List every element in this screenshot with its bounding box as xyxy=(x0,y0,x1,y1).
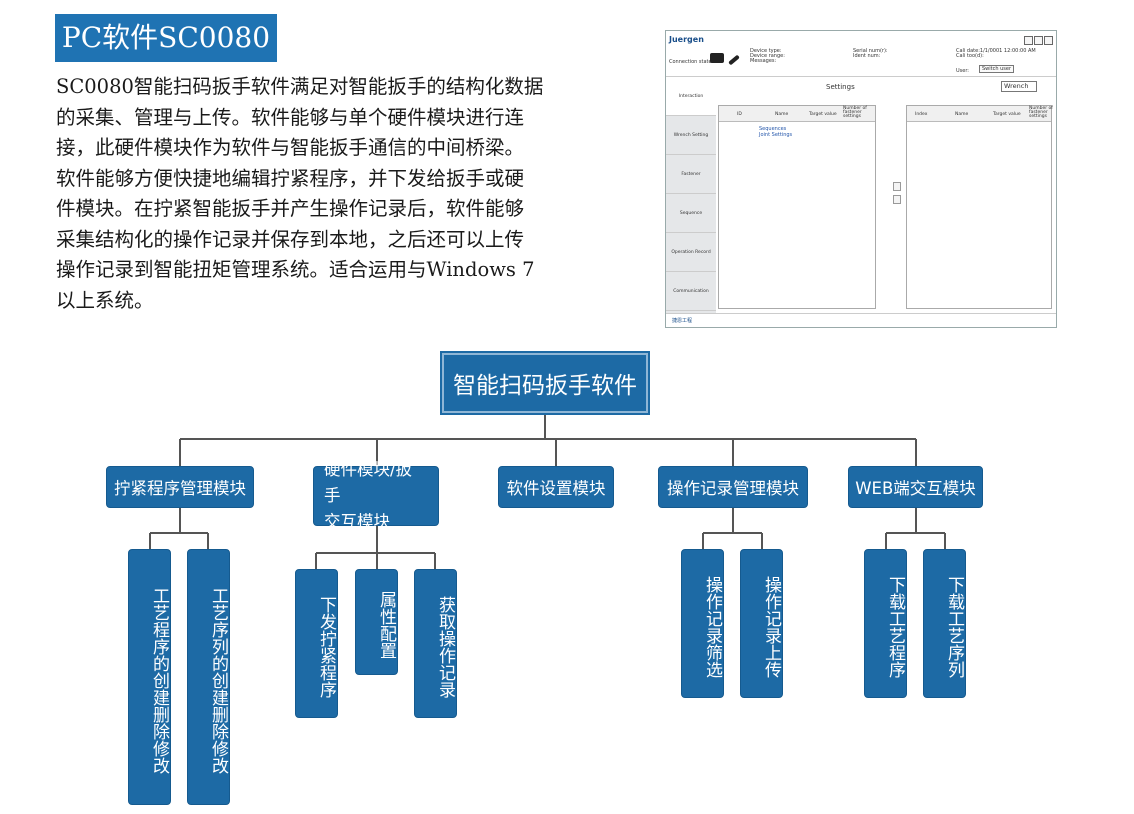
module-web-interaction: WEB端交互模块 xyxy=(848,466,983,508)
sidebar-item-interaction[interactable]: Interaction xyxy=(666,77,716,116)
serial-num-label: Serial num(r): xyxy=(853,48,888,54)
transfer-arrows xyxy=(893,182,901,208)
app-header: Juergen Connection state: Device type: D… xyxy=(666,31,1056,77)
device-icon xyxy=(710,53,724,63)
leaf-node: 操作记录上传 xyxy=(740,549,783,698)
footer-brand: 捷恩工程 xyxy=(672,318,693,324)
leaf-node: 工艺程序的创建删除修改 xyxy=(128,549,171,805)
leaf-node: 属性配置 xyxy=(355,569,398,675)
leaf-node: 下载工艺程序 xyxy=(864,549,907,698)
ident-num-label: Ident num: xyxy=(853,53,881,59)
description-line: 件模块。在拧紧智能扳手并产生操作记录后，软件能够 xyxy=(56,197,525,220)
sidebar-item-sequence[interactable]: Sequence xyxy=(666,194,716,233)
device-type-label: Device type: xyxy=(750,48,782,54)
module-software-settings: 软件设置模块 xyxy=(498,466,614,508)
leaf-node: 下发拧紧程序 xyxy=(295,569,338,718)
software-screenshot: Juergen Connection state: Device type: D… xyxy=(665,30,1057,328)
leaf-node: 获取操作记录 xyxy=(414,569,457,718)
leaf-node: 工艺序列的创建删除修改 xyxy=(187,549,230,805)
device-info: Device type: Device range: Messages: xyxy=(750,49,785,64)
description-line: 软件能够方便快捷地编辑拧紧程序，并下发给扳手或硬 xyxy=(56,166,525,190)
window-controls xyxy=(1023,36,1053,47)
tree-item[interactable]: Joint Settings xyxy=(759,132,793,138)
sidebar-item-communication[interactable]: Communication xyxy=(666,272,716,311)
right-table: Index Name Target value Number of fasten… xyxy=(906,105,1053,309)
col-index: Index xyxy=(915,112,928,117)
tree-view: Sequences Joint Settings xyxy=(759,126,792,138)
col-id: ID xyxy=(737,112,742,117)
col-target-value: Target value xyxy=(809,112,837,117)
leaf-node: 下载工艺序列 xyxy=(923,549,966,698)
calibration-info: Cali date:1/1/0001 12:00:00 AM Cali too(… xyxy=(956,49,1036,59)
description-line: 操作记录到智能扭矩管理系统。适合运用与Windows 7 xyxy=(56,258,535,281)
description: SC0080智能扫码扳手软件满足对智能扳手的结构化数据 的采集、管理与上传。软件… xyxy=(56,72,616,316)
app-main: Settings Wrench ID Name Target value Num… xyxy=(716,77,1056,313)
description-line: 接，此硬件模块作为软件与智能扳手通信的中间桥梁。 xyxy=(56,136,525,159)
left-table-header: ID Name Target value Number of fastener … xyxy=(719,106,875,122)
user-label: User: xyxy=(956,68,969,74)
maximize-icon[interactable] xyxy=(1034,36,1043,45)
col-name: Name xyxy=(955,112,969,117)
description-line: 采集结构化的操作记录并保存到本地，之后还可以上传 xyxy=(56,227,525,251)
left-table: ID Name Target value Number of fastener … xyxy=(718,105,876,309)
messages-label: Messages: xyxy=(750,58,777,64)
leaf-node: 操作记录筛选 xyxy=(681,549,724,698)
module-label-line: 交互模块 xyxy=(324,512,390,531)
right-table-header: Index Name Target value Number of fasten… xyxy=(907,106,1053,122)
app-sidebar: Interaction Wrench Setting Fastener Sequ… xyxy=(666,77,716,313)
col-fastener-count: Number of fastener settings xyxy=(843,106,867,119)
diagram-root-node: 智能扫码扳手软件 xyxy=(440,351,650,415)
arrow-right-icon[interactable] xyxy=(893,182,901,191)
connection-state-label: Connection state: xyxy=(669,59,714,65)
module-operation-record: 操作记录管理模块 xyxy=(658,466,808,508)
close-icon[interactable] xyxy=(1044,36,1053,45)
description-line: 以上系统。 xyxy=(56,288,154,312)
sidebar-item-fastener[interactable]: Fastener xyxy=(666,155,716,194)
tree-item[interactable]: Sequences xyxy=(759,126,787,132)
sidebar-item-operation-record[interactable]: Operation Record xyxy=(666,233,716,272)
description-line: SC0080智能扫码扳手软件满足对智能扳手的结构化数据 xyxy=(56,75,544,98)
arrow-left-icon[interactable] xyxy=(893,195,901,204)
serial-info: Serial num(r): Ident num: xyxy=(853,49,888,59)
sidebar-item-wrench-setting[interactable]: Wrench Setting xyxy=(666,116,716,155)
col-target-value: Target value xyxy=(993,112,1021,117)
description-line: 的采集、管理与上传。软件能够与单个硬件模块进行连 xyxy=(56,105,525,129)
module-label-line: 硬件模块/扳手 xyxy=(324,460,413,505)
page-title: PC软件SC0080 xyxy=(55,14,277,62)
settings-label: Settings xyxy=(826,83,855,91)
cali-tool-label: Cali too(d): xyxy=(956,53,984,59)
minimize-icon[interactable] xyxy=(1024,36,1033,45)
app-logo: Juergen xyxy=(669,35,704,44)
app-footer: 捷恩工程 xyxy=(666,313,1056,327)
col-fastener-count: Number of fastener settings xyxy=(1029,106,1053,119)
cali-date-label: Cali date:1/1/0001 12:00:00 AM xyxy=(956,48,1036,54)
module-hardware-interaction: 硬件模块/扳手 交互模块 xyxy=(313,460,439,531)
col-name: Name xyxy=(775,112,789,117)
module-tightening-program: 拧紧程序管理模块 xyxy=(106,466,254,508)
switch-user-button[interactable]: Switch user xyxy=(979,65,1015,73)
device-range-label: Device range: xyxy=(750,53,785,59)
wrench-select[interactable]: Wrench xyxy=(1001,81,1037,92)
